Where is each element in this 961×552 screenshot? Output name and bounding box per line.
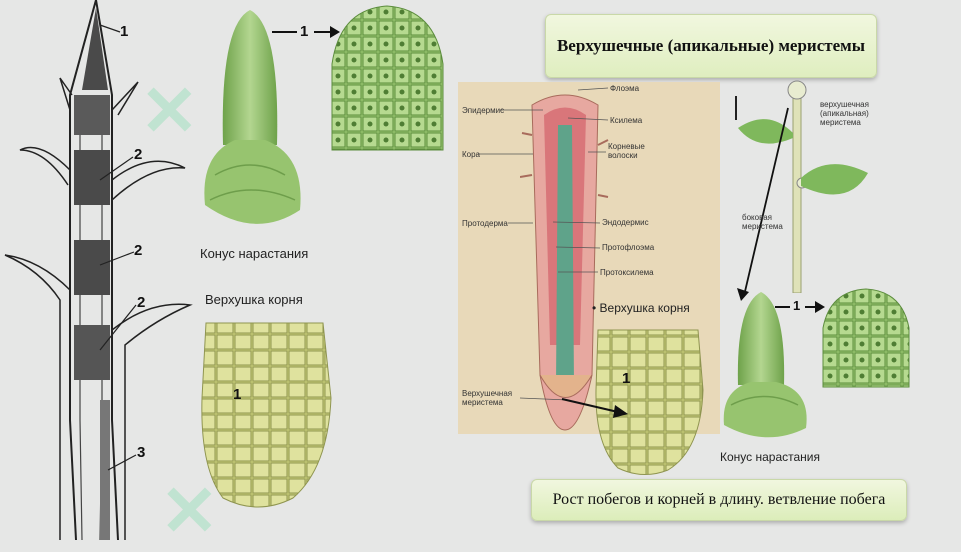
arrow-head-down	[737, 288, 749, 301]
label-protoxylem: Протоксилема	[600, 268, 654, 277]
root-tip-label: Верхушка корня	[205, 292, 303, 307]
root-tip-cells	[201, 322, 332, 508]
arrow-to-cells	[272, 26, 340, 38]
shoot-diagram	[4, 0, 193, 540]
slide: ✕ ✕ ✕ 1 2 2 2 3 К	[4, 0, 910, 550]
label-lateral-meristem: боковая меристема	[742, 213, 783, 231]
slide-caption: Рост побегов и корней в длину. ветвление…	[531, 479, 907, 521]
label-plant-apical-meristem: верхушечная (апикальная) меристема	[820, 100, 869, 127]
right-arrow	[775, 301, 825, 313]
shoot-label-3: 3	[137, 444, 146, 461]
right-cell-number: 1	[622, 370, 631, 387]
apex-cells	[331, 5, 444, 151]
label-apical-meristem: Верхушечная меристема	[462, 389, 513, 407]
slide-title: Верхушечные (апикальные) меристемы	[545, 14, 877, 78]
watermark-shape: ✕	[140, 72, 199, 150]
label-phloem: Флоэма	[610, 84, 640, 93]
label-protoderm: Протодерма	[462, 219, 508, 228]
watermark-shape: ✕	[160, 472, 219, 550]
right-arrow-number: 1	[793, 298, 801, 313]
right-root-tip-label: • Верхушка корня	[592, 301, 690, 315]
right-apex-cells	[822, 288, 910, 388]
label-epidermis: Эпидермис	[462, 106, 505, 115]
growth-cone-drawing	[204, 10, 301, 224]
shoot-label-2b: 2	[134, 242, 143, 259]
label-root-hairs: Корневые волоски	[608, 142, 645, 160]
plant-drawing	[735, 80, 868, 293]
right-root-tip-cells	[595, 329, 704, 475]
label-xylem: Ксилема	[610, 116, 643, 125]
cone-label: Конус нарастания	[200, 246, 309, 261]
root-section-drawing	[520, 94, 609, 431]
right-growth-cone	[723, 292, 807, 438]
arrow-number: 1	[300, 23, 309, 40]
arrow-meristem-to-cells	[561, 398, 628, 418]
label-cortex: Кора	[462, 150, 481, 159]
right-cone-label: Конус нарастания	[720, 450, 821, 464]
root-cell-number: 1	[233, 386, 242, 403]
shoot-label-2a: 2	[134, 146, 143, 163]
shoot-label-1: 1	[120, 23, 129, 40]
label-protophloem: Протофлоэма	[602, 243, 655, 252]
label-endodermis: Эндодермис	[602, 218, 649, 227]
shoot-label-2c: 2	[137, 294, 146, 311]
root-section-leaders	[478, 87, 609, 401]
